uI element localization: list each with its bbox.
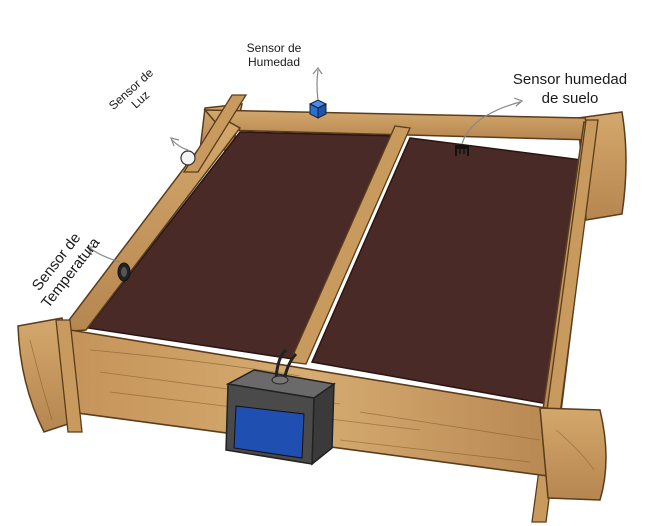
label-humidity-line1: Sensor de bbox=[232, 41, 316, 55]
label-humidity-sensor: Sensor de Humedad bbox=[232, 41, 316, 69]
temperature-sensor-device bbox=[118, 263, 130, 281]
light-sensor-device bbox=[181, 151, 195, 165]
label-soil-line2: de suelo bbox=[500, 89, 640, 108]
log-front-right bbox=[540, 408, 606, 500]
label-soil-humidity-sensor: Sensor humedad de suelo bbox=[500, 70, 640, 108]
label-soil-line1: Sensor humedad bbox=[500, 70, 640, 89]
humidity-sensor-device bbox=[310, 100, 326, 118]
label-humidity-line2: Humedad bbox=[232, 55, 316, 69]
